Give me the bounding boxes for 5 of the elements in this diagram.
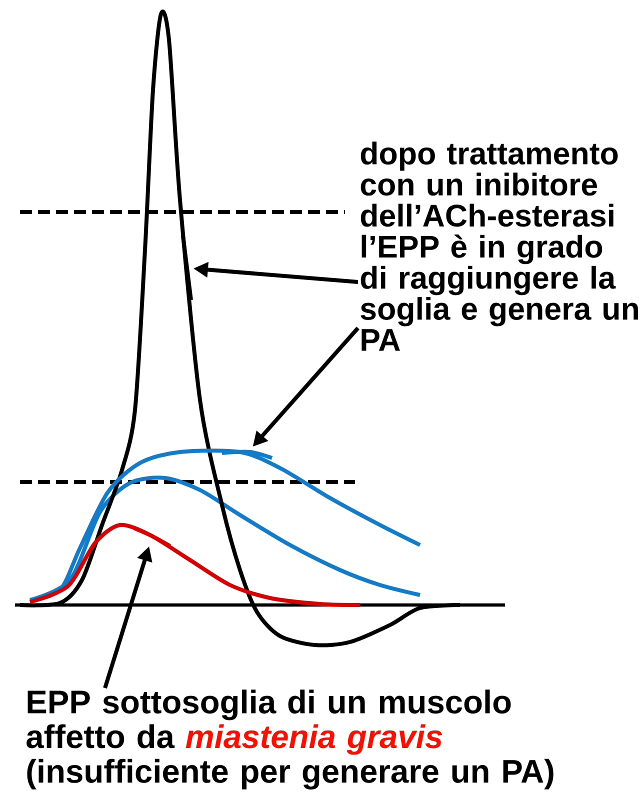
- curve-segment: [222, 450, 273, 460]
- curve-segment: [133, 526, 171, 548]
- annotation-text: EPP sottosoglia di un muscolo affetto da miastenia gravis (insufficiente per generare un PA): [26, 690, 554, 790]
- curve-segment: [181, 236, 193, 300]
- annotation-text: dopo trattamento con un inibitore dell’ACh-esterasi l’EPP è in grado di raggiungere la soglia e genera un PA: [360, 142, 638, 351]
